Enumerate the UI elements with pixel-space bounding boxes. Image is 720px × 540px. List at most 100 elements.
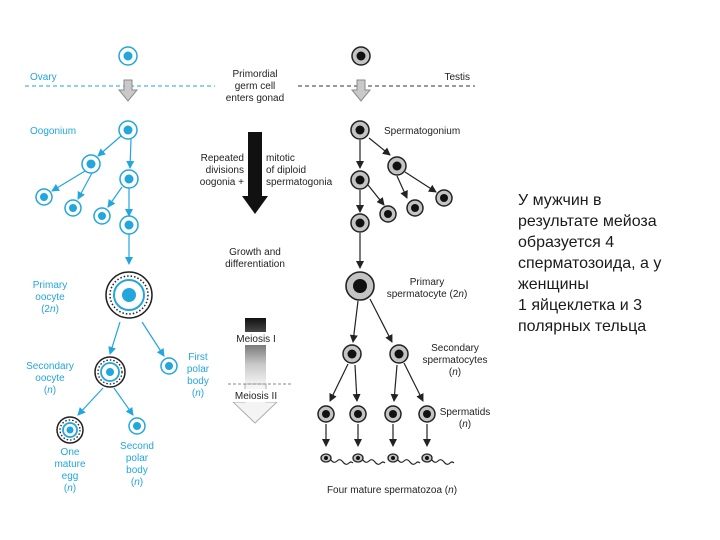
secondary-spermatocyte-cell xyxy=(342,344,362,364)
spermatozoon xyxy=(387,453,421,465)
arrow-to-spermatid-4 xyxy=(403,362,424,402)
repeated-divisions-label: Repeated divisions oogonia + xyxy=(200,153,244,188)
svg-text:oogonia +: oogonia + xyxy=(200,177,244,188)
arrow-spermatogonium-6 xyxy=(404,171,437,193)
primordial-germ-cell-male xyxy=(351,46,371,66)
spermatogonium-cell xyxy=(350,120,370,140)
oogonium-cell xyxy=(35,188,53,206)
svg-text:Second: Second xyxy=(120,441,154,452)
spermatozoon xyxy=(352,453,386,465)
svg-text:germ cell: germ cell xyxy=(235,81,276,92)
side-note-line: образуется 4 xyxy=(518,234,615,251)
mature-egg-label: One mature egg (n) xyxy=(54,447,86,494)
meiosis-one-label: Meiosis I xyxy=(236,334,275,345)
primordial-germ-cell-female xyxy=(118,46,138,66)
svg-text:Spermatids: Spermatids xyxy=(440,407,491,418)
svg-text:(n): (n) xyxy=(459,419,471,430)
spermatogonium-cell xyxy=(435,189,453,207)
svg-text:Secondary: Secondary xyxy=(431,343,479,354)
spermatogonium-cell xyxy=(387,156,407,176)
spermatozoon xyxy=(320,453,354,465)
arrow-to-first-polar-body xyxy=(141,321,165,357)
svg-text:Primordial: Primordial xyxy=(232,69,277,80)
spermatogonium-label: Spermatogonium xyxy=(384,126,460,137)
primary-oocyte-cell xyxy=(105,271,153,319)
spermatids-label: Spermatids (n) xyxy=(440,407,491,430)
svg-text:Primary: Primary xyxy=(33,280,67,291)
arrow-to-spermatid-3 xyxy=(390,364,399,402)
mitotic-division-arrow xyxy=(242,132,268,214)
svg-text:mitotic: mitotic xyxy=(266,153,295,164)
svg-text:mature: mature xyxy=(54,459,86,470)
secondary-spermatocyte-cell xyxy=(389,344,409,364)
ovary-label: Ovary xyxy=(30,72,57,83)
arrow-to-secondary-spermatocyte-2 xyxy=(369,298,393,343)
meiosis-one-label-bg xyxy=(230,332,282,345)
side-note-line: 1 яйцеклетка и 3 xyxy=(518,297,643,314)
svg-text:differentiation: differentiation xyxy=(225,259,285,270)
svg-text:One: One xyxy=(61,447,80,458)
first-polar-body-label: First polar body (n) xyxy=(187,352,210,399)
ovary-entry-arrow xyxy=(117,79,139,102)
second-polar-body-label: Second polar body (n) xyxy=(120,441,154,488)
spermatogonium-cell xyxy=(379,205,397,223)
primordial-germ-cell-label: Primordial germ cell enters gonad xyxy=(226,69,284,104)
meiosis-one-band xyxy=(245,318,266,384)
svg-text:polar: polar xyxy=(187,364,210,375)
arrow-spermatogonium-4 xyxy=(367,184,385,206)
testis-label: Testis xyxy=(444,72,470,83)
arrow-oogonium-3 xyxy=(51,170,86,192)
svg-text:(n): (n) xyxy=(44,385,56,396)
svg-text:(n): (n) xyxy=(64,483,76,494)
oogonium-cell xyxy=(119,169,139,189)
arrow-oogonium-4 xyxy=(77,172,93,200)
svg-text:(n): (n) xyxy=(449,367,461,378)
svg-text:body: body xyxy=(126,465,148,476)
svg-text:polar: polar xyxy=(126,453,149,464)
meiosis-two-label-bg xyxy=(230,389,282,402)
side-note-line: результате мейоза xyxy=(518,213,657,230)
second-polar-body-cell xyxy=(128,417,146,435)
arrow-to-second-polar-body xyxy=(113,387,134,416)
oogonium-cell xyxy=(119,215,139,235)
svg-text:Growth and: Growth and xyxy=(229,247,281,258)
svg-text:body: body xyxy=(187,376,209,387)
svg-text:egg: egg xyxy=(62,471,79,482)
primary-spermatocyte-label: Primary spermatocyte (2n) xyxy=(387,277,468,300)
mitotic-label: mitotic of diploid spermatogonia xyxy=(266,153,333,188)
primary-oocyte-label: Primary oocyte (2n) xyxy=(33,280,67,315)
spermatid-cell xyxy=(418,405,436,423)
arrow-to-secondary-oocyte xyxy=(108,321,121,355)
mature-egg-cell xyxy=(56,416,84,444)
svg-text:of diploid: of diploid xyxy=(266,165,306,176)
svg-text:(n): (n) xyxy=(131,477,143,488)
oogonium-cell xyxy=(64,199,82,217)
side-note-line: У мужчин в xyxy=(518,192,602,209)
arrow-to-spermatid-1 xyxy=(329,363,349,402)
svg-text:Primary: Primary xyxy=(410,277,444,288)
spermatogonium-cell xyxy=(350,213,370,233)
svg-text:(n): (n) xyxy=(192,388,204,399)
spermatid-cell xyxy=(317,405,335,423)
arrow-oogonium-5 xyxy=(107,186,123,208)
spermatogonium-cell xyxy=(406,199,424,217)
spermatid-cell xyxy=(349,405,367,423)
oogonium-label: Oogonium xyxy=(30,126,76,137)
svg-text:First: First xyxy=(188,352,208,363)
side-note-line: полярных тельца xyxy=(518,318,647,335)
side-note: У мужчин в результате мейоза образуется … xyxy=(518,190,716,337)
spermatozoon xyxy=(421,453,455,465)
meiosis-two-label: Meiosis II xyxy=(235,391,277,402)
svg-text:oocyte: oocyte xyxy=(35,373,65,384)
arrow-oogonium-1 xyxy=(97,135,122,157)
svg-text:divisions: divisions xyxy=(206,165,244,176)
spermatid-cell xyxy=(384,405,402,423)
secondary-spermatocytes-label: Secondary spermatocytes (n) xyxy=(422,343,487,378)
svg-text:Repeated: Repeated xyxy=(201,153,244,164)
oogonium-cell xyxy=(118,120,138,140)
testis-entry-arrow xyxy=(350,79,372,102)
oogonium-cell xyxy=(81,154,101,174)
arrow-oogonium-2 xyxy=(126,138,135,169)
